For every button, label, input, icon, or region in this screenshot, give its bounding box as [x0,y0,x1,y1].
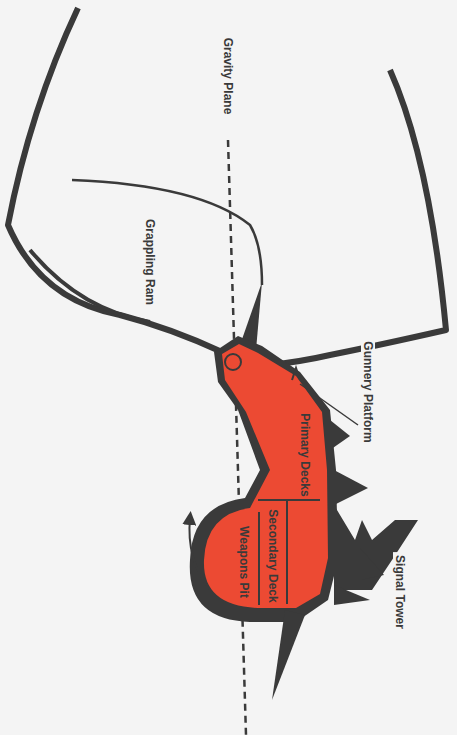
deck-label: Primary Decks [299,413,311,496]
axis-label: Gravity Plane [221,35,235,118]
rotation-arrow [189,518,210,590]
part-label: Signal Tower [393,552,407,632]
bridge-port [225,354,241,370]
arm-brace [30,250,150,322]
part-label: Grappling Ram [143,216,157,308]
left-arm [8,8,222,352]
gun-mark [292,368,300,380]
hull-silhouette [190,336,338,622]
gravity-axis [228,140,246,735]
grappling-ram [72,180,262,285]
tail-spike [272,610,305,700]
deck-label: Secondary Deck [267,509,279,602]
right-arm [262,70,446,366]
deck-label: Weapons Pit [238,526,250,598]
part-label: Gunnery Platform [361,338,375,445]
hull-interior [204,344,328,608]
deck-dividers [258,500,320,605]
